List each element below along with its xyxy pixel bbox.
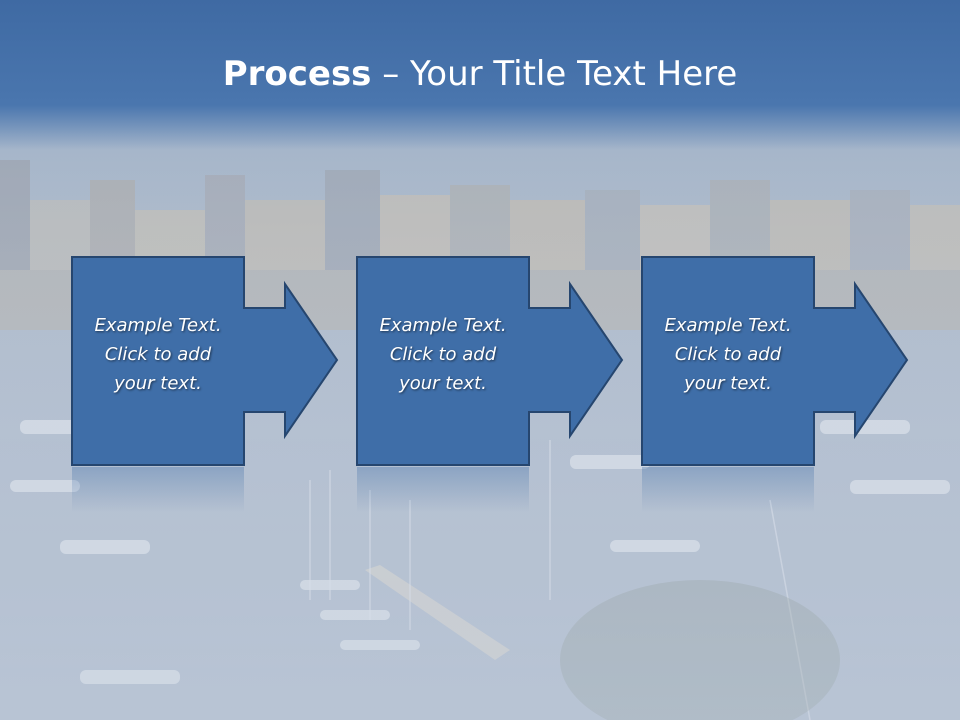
step-3-line-2: Click to add — [674, 344, 782, 365]
title-rest: – Your Title Text Here — [371, 54, 738, 94]
step-1-text[interactable]: Example Text. Click to add your text. — [72, 311, 244, 398]
page-title[interactable]: Process – Your Title Text Here — [0, 52, 960, 96]
step-1-line-1: Example Text. — [94, 315, 222, 336]
process-step-1[interactable] — [71, 256, 339, 512]
step-2-line-2: Click to add — [389, 344, 497, 365]
step-2-line-3: your text. — [399, 373, 487, 394]
title-bold: Process — [222, 54, 372, 94]
step-2-line-1: Example Text. — [379, 315, 507, 336]
step-2-text[interactable]: Example Text. Click to add your text. — [357, 311, 529, 398]
process-step-2[interactable] — [356, 256, 624, 512]
process-step-3[interactable] — [641, 256, 909, 512]
step-3-line-1: Example Text. — [664, 315, 792, 336]
step-3-line-3: your text. — [684, 373, 772, 394]
title-band — [0, 0, 960, 150]
step-3-text[interactable]: Example Text. Click to add your text. — [642, 311, 814, 398]
step-1-line-3: your text. — [114, 373, 202, 394]
step-1-line-2: Click to add — [104, 344, 212, 365]
